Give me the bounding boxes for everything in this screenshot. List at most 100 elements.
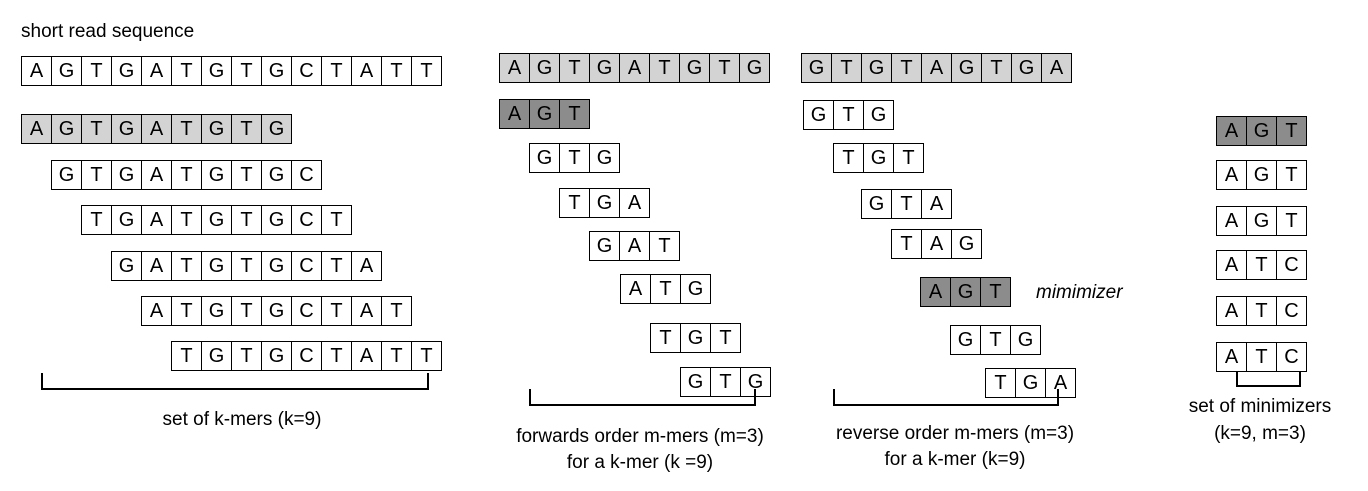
base-cell: G xyxy=(1016,369,1046,397)
base-cell: G xyxy=(952,230,982,258)
base-cell: A xyxy=(22,115,52,143)
base-cell: T xyxy=(232,252,262,280)
base-cell: T xyxy=(1247,251,1277,279)
base-cell: T xyxy=(981,326,1011,354)
base-cell: G xyxy=(202,115,232,143)
base-cell: T xyxy=(382,297,412,325)
reverse-caption-line-1: reverse order m-mers (m=3) xyxy=(835,423,1075,444)
base-cell: T xyxy=(82,206,112,234)
minimizers-bracket xyxy=(1236,372,1301,387)
base-cell: T xyxy=(832,54,862,82)
base-cell: T xyxy=(560,144,590,172)
base-cell: T xyxy=(981,278,1011,306)
base-cell: T xyxy=(82,115,112,143)
base-cell: T xyxy=(172,297,202,325)
base-cell: C xyxy=(292,206,322,234)
base-cell: G xyxy=(1247,161,1277,189)
base-cell: T xyxy=(232,206,262,234)
base-cell: A xyxy=(352,342,382,370)
base-cell: C xyxy=(292,161,322,189)
base-cell: T xyxy=(834,101,864,129)
base-cell: G xyxy=(530,144,560,172)
base-cell: G xyxy=(262,161,292,189)
base-cell: A xyxy=(1042,54,1072,82)
base-cell: T xyxy=(322,57,352,85)
base-cell: T xyxy=(894,144,924,172)
base-cell: G xyxy=(202,297,232,325)
base-cell: A xyxy=(352,297,382,325)
base-cell: G xyxy=(202,57,232,85)
base-cell: T xyxy=(322,297,352,325)
base-cell: G xyxy=(530,100,560,128)
base-cell: C xyxy=(292,297,322,325)
kmers-caption: set of k-mers (k=9) xyxy=(162,409,322,430)
base-cell: T xyxy=(1277,117,1307,145)
base-cell: A xyxy=(1217,251,1247,279)
base-cell: A xyxy=(921,278,951,306)
base-cell: A xyxy=(1217,297,1247,325)
base-cell: G xyxy=(202,206,232,234)
base-cell: G xyxy=(741,368,771,396)
base-cell: T xyxy=(232,115,262,143)
base-cell: A xyxy=(620,189,650,217)
base-cell: A xyxy=(352,252,382,280)
base-cell: A xyxy=(620,54,650,82)
base-cell: A xyxy=(1046,369,1076,397)
base-cell: G xyxy=(52,161,82,189)
base-cell: G xyxy=(1011,326,1041,354)
base-cell: A xyxy=(1217,161,1247,189)
base-cell: G xyxy=(864,144,894,172)
base-cell: T xyxy=(232,57,262,85)
base-cell: T xyxy=(172,115,202,143)
base-cell: G xyxy=(590,189,620,217)
base-cell: G xyxy=(112,161,142,189)
base-cell: G xyxy=(951,326,981,354)
base-cell: A xyxy=(500,100,530,128)
base-cell: T xyxy=(172,57,202,85)
base-cell: T xyxy=(560,54,590,82)
base-cell: C xyxy=(1277,297,1307,325)
base-cell: G xyxy=(262,206,292,234)
base-cell: A xyxy=(142,252,172,280)
base-cell: G xyxy=(530,54,560,82)
base-cell: T xyxy=(1247,343,1277,371)
base-cell: T xyxy=(412,342,442,370)
base-cell: C xyxy=(292,252,322,280)
base-cell: A xyxy=(621,275,651,303)
base-cell: G xyxy=(262,252,292,280)
base-cell: T xyxy=(892,54,922,82)
base-cell: G xyxy=(681,324,711,352)
base-cell: A xyxy=(142,161,172,189)
base-cell: G xyxy=(951,278,981,306)
base-cell: G xyxy=(862,190,892,218)
base-cell: T xyxy=(82,57,112,85)
base-cell: T xyxy=(834,144,864,172)
base-cell: T xyxy=(651,275,681,303)
base-cell: A xyxy=(500,54,530,82)
forward-caption-line-2: for a k-mer (k =9) xyxy=(566,452,714,473)
reverse-bracket xyxy=(833,389,1059,406)
base-cell: T xyxy=(172,342,202,370)
base-cell: G xyxy=(112,206,142,234)
base-cell: A xyxy=(142,206,172,234)
base-cell: T xyxy=(560,189,590,217)
base-cell: T xyxy=(892,230,922,258)
